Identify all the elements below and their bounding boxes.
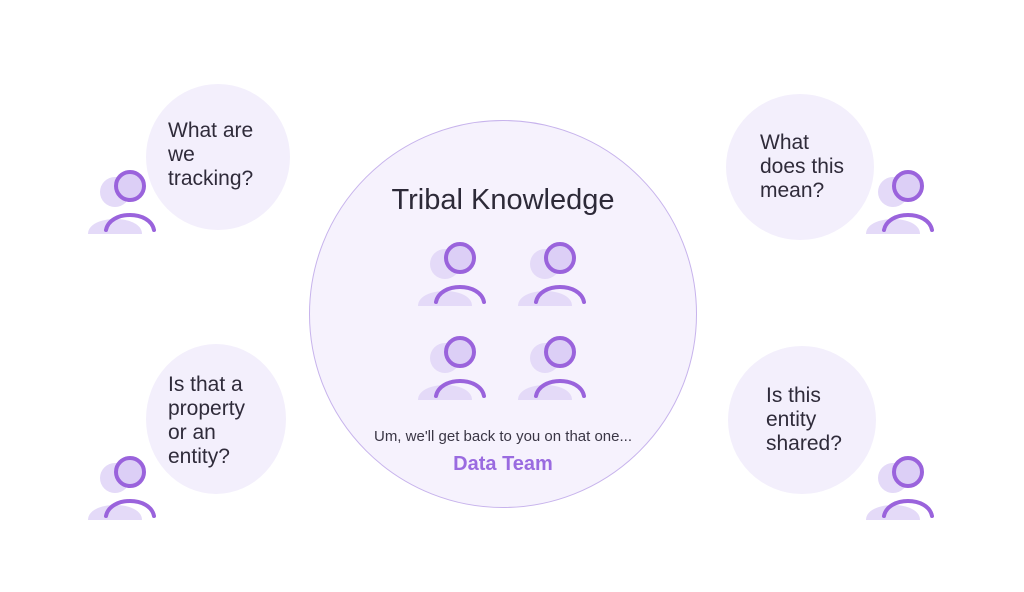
data-team-caption: Um, we'll get back to you on that one... [373, 428, 632, 445]
speech-bubble-bottom-left [146, 344, 286, 494]
speech-bubble-top-right [726, 94, 874, 240]
user-icon [414, 236, 494, 306]
user-icon [84, 450, 164, 520]
user-icon [414, 330, 494, 400]
user-icon [862, 450, 942, 520]
user-icon [862, 164, 942, 234]
question-text-bottom-left: Is that a property or an entity? [168, 373, 246, 468]
question-text-top-right: What does this mean? [760, 131, 845, 202]
user-icon [514, 330, 594, 400]
question-text-top-left: What are we tracking? [168, 119, 254, 190]
circle-title: Tribal Knowledge [391, 184, 615, 216]
question-text-bottom-right: Is this entity shared? [766, 384, 842, 455]
data-team-label: Data Team [453, 453, 553, 475]
speech-bubble-top-left [146, 84, 290, 230]
speech-bubble-bottom-right [728, 346, 876, 494]
tribal-knowledge-circle [309, 120, 697, 508]
user-icon [84, 164, 164, 234]
user-icon [514, 236, 594, 306]
